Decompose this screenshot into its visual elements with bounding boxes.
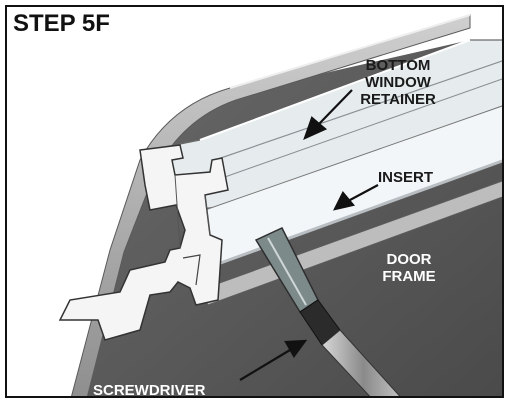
label-line: FRAME: [382, 268, 436, 285]
figure-frame: STEP 5F BOTTOM WINDOW RETAINER INSERT DO…: [5, 5, 504, 398]
screwdriver-shaft: [321, 329, 401, 396]
label-line: WINDOW: [365, 74, 431, 91]
label-door-frame: DOOR FRAME: [378, 251, 440, 285]
label-line: DOOR: [386, 251, 432, 268]
step-title: STEP 5F: [13, 10, 110, 37]
label-bottom-window-retainer: BOTTOM WINDOW RETAINER: [355, 57, 441, 108]
label-screwdriver: SCREWDRIVER: [93, 382, 206, 398]
door-assembly-illustration: [58, 14, 502, 396]
label-line: RETAINER: [360, 91, 436, 108]
label-line: BOTTOM: [365, 57, 431, 74]
screwdriver: [254, 227, 401, 396]
profile-cross-section: [58, 144, 229, 341]
label-insert: INSERT: [378, 169, 434, 186]
leader-arrows: [239, 89, 379, 381]
